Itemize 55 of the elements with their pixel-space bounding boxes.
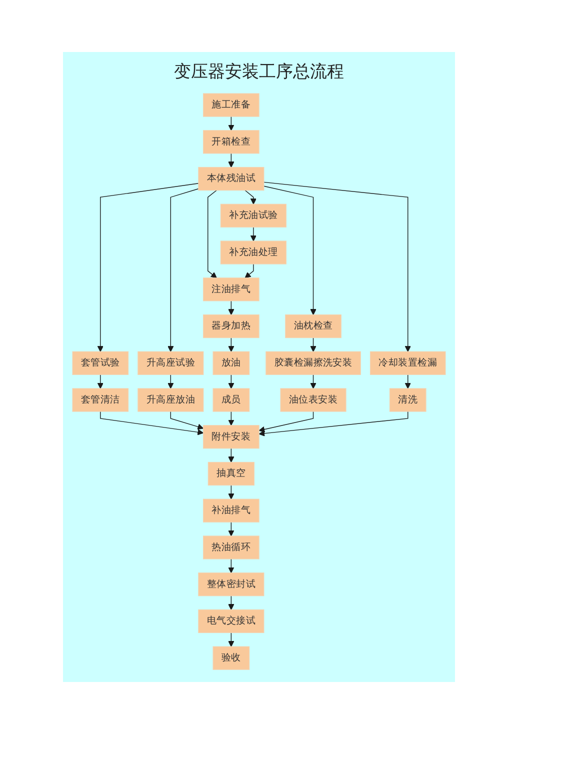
node-box: 放油	[212, 351, 250, 375]
arrow	[97, 183, 199, 352]
arrow	[228, 116, 234, 131]
node-box: 验收	[212, 646, 250, 670]
arrow	[208, 190, 218, 278]
node-box: 抽真空	[208, 462, 254, 486]
arrow	[250, 226, 256, 242]
diagram-title: 变压器安装工序总流程	[174, 61, 344, 83]
arrow	[258, 411, 408, 436]
node-box: 施工准备	[203, 93, 260, 117]
arrow	[228, 411, 234, 426]
node-box: 油枕检查	[285, 314, 342, 338]
node-box: 注油排气	[203, 278, 260, 302]
arrow	[97, 374, 104, 389]
node-box: 电气交接试	[198, 609, 264, 634]
node-box: 附件安装	[203, 425, 260, 449]
arrow	[228, 448, 234, 463]
arrow	[228, 300, 234, 316]
node-box: 套管试验	[72, 351, 129, 375]
arrow	[244, 264, 254, 278]
arrow	[404, 374, 411, 389]
node-box: 升高座试验	[138, 351, 204, 375]
node-box: 热油循环	[203, 536, 260, 560]
arrow	[228, 558, 234, 574]
node-box: 油位表安装	[280, 388, 346, 412]
arrow	[310, 374, 316, 389]
node-box: 冷却装置检漏	[370, 351, 446, 375]
arrow	[228, 337, 234, 352]
arrow	[168, 374, 174, 389]
arrow	[264, 182, 411, 352]
arrow	[258, 411, 314, 432]
arrow	[170, 411, 204, 430]
arrow	[228, 484, 234, 500]
arrow	[228, 595, 234, 610]
node-box: 套管清洁	[72, 388, 129, 412]
arrow	[228, 522, 234, 536]
node-box: 整体密封试	[198, 572, 264, 596]
node-box: 开箱检查	[203, 130, 260, 154]
node-box: 胶囊检漏擦洗安装	[266, 351, 361, 375]
arrow	[244, 190, 256, 204]
arrow	[264, 186, 316, 316]
arrow	[228, 632, 234, 647]
node-box: 本体残油试	[198, 166, 264, 191]
node-box: 清洗	[389, 388, 426, 412]
node-box: 升高座放油	[138, 388, 204, 412]
arrow	[228, 374, 234, 389]
arrow	[100, 411, 204, 436]
arrow	[228, 153, 234, 168]
node-box: 补充油试验	[220, 204, 286, 228]
node-box: 补油排气	[203, 498, 260, 522]
node-box: 成员	[212, 388, 250, 412]
arrow	[168, 188, 199, 352]
arrow	[310, 337, 316, 352]
node-box: 补充油处理	[220, 240, 286, 264]
node-box: 器身加热	[203, 314, 260, 338]
